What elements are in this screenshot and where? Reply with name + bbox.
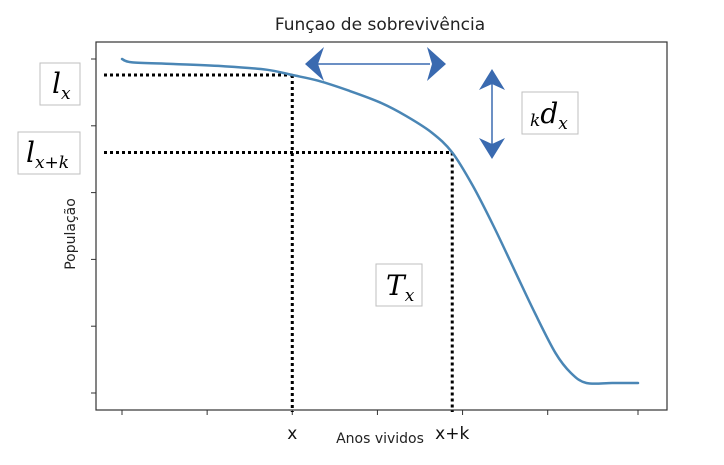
svg-text:kdx: kdx bbox=[530, 97, 568, 134]
x-axis-label: Anos vividos bbox=[336, 431, 424, 447]
annotation-tx-sub: x bbox=[405, 286, 415, 306]
annotation-lx: lx bbox=[39, 62, 81, 106]
plot-frame bbox=[95, 41, 668, 411]
x-tick-label-x-plus-k: x+k bbox=[435, 424, 469, 444]
annotation-lxk-sub: x+k bbox=[35, 153, 69, 173]
annotation-kdx: kdx bbox=[521, 91, 579, 135]
x-tick-label-x: x bbox=[287, 424, 297, 444]
svg-text:lx+k: lx+k bbox=[26, 136, 69, 173]
horizontal-double-arrow bbox=[305, 47, 446, 81]
y-axis-label: População bbox=[63, 198, 79, 270]
annotation-tx: Tx bbox=[375, 263, 423, 307]
survival-curve-line bbox=[120, 57, 640, 385]
reference-lines bbox=[104, 73, 454, 412]
annotation-lx-base: l bbox=[52, 67, 61, 100]
annotation-lxk: lx+k bbox=[17, 131, 81, 175]
annotation-kdx-sub: x bbox=[558, 114, 568, 134]
vertical-double-arrow bbox=[479, 69, 505, 159]
y-axis-ticks bbox=[91, 58, 96, 394]
annotation-kdx-prefix: k bbox=[530, 111, 540, 131]
annotation-kdx-base: d bbox=[540, 97, 558, 130]
annotation-lxk-base: l bbox=[26, 136, 35, 169]
annotation-lx-sub: x bbox=[61, 84, 71, 104]
svg-text:Tx: Tx bbox=[386, 269, 415, 306]
svg-text:lx: lx bbox=[52, 67, 71, 104]
x-axis-ticks bbox=[121, 410, 639, 415]
annotation-tx-base: T bbox=[386, 269, 407, 302]
chart-title: Funçao de sobrevivência bbox=[275, 15, 485, 35]
